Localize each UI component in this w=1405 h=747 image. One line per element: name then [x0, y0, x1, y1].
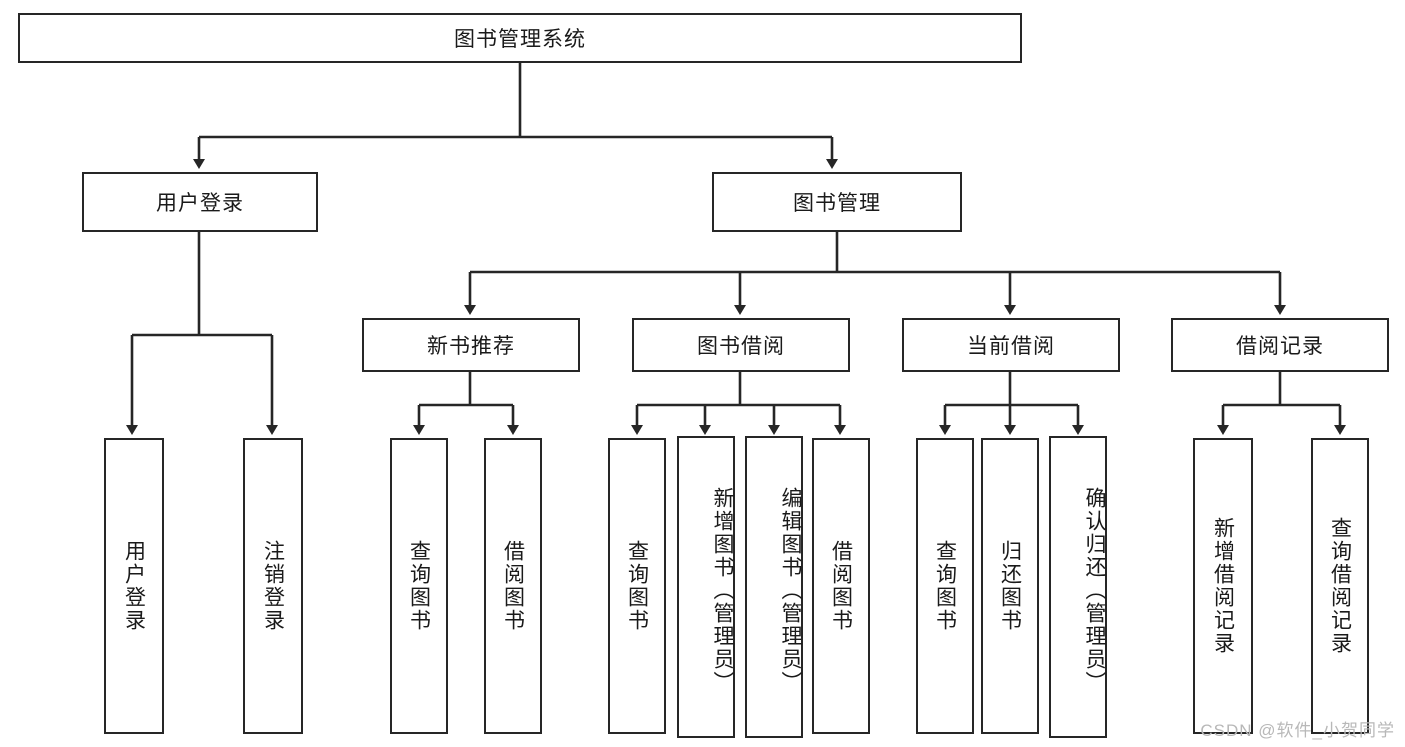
leaf-return-book[interactable]: 归还图书: [981, 438, 1039, 734]
node-label: 图书管理: [793, 192, 881, 215]
node-label: 图书借阅: [697, 335, 785, 358]
leaf-borrow-book[interactable]: 借阅图书: [812, 438, 870, 734]
node-label: 编辑图书（管理员）: [779, 486, 802, 694]
leaf-add-borrow-record[interactable]: 新增借阅记录: [1193, 438, 1253, 734]
node-label: 查询借阅记录: [1328, 517, 1352, 655]
node-current-borrow[interactable]: 当前借阅: [902, 318, 1120, 372]
node-label: 归还图书: [998, 540, 1022, 632]
node-new-book-recommend[interactable]: 新书推荐: [362, 318, 580, 372]
node-label: 借阅图书: [829, 540, 853, 632]
node-user-login[interactable]: 用户登录: [82, 172, 318, 232]
leaf-user-login[interactable]: 用户登录: [104, 438, 164, 734]
node-label: 确认归还（管理员）: [1083, 486, 1106, 694]
leaf-query-book-current[interactable]: 查询图书: [916, 438, 974, 734]
leaf-borrow-book-new[interactable]: 借阅图书: [484, 438, 542, 734]
node-label: 注销登录: [261, 540, 285, 632]
node-book-management[interactable]: 图书管理: [712, 172, 962, 232]
node-label: 借阅图书: [501, 540, 525, 632]
node-label: 图书管理系统: [454, 28, 586, 51]
leaf-logout[interactable]: 注销登录: [243, 438, 303, 734]
node-root-library-system[interactable]: 图书管理系统: [18, 13, 1022, 63]
node-label: 用户登录: [156, 192, 244, 215]
leaf-query-borrow-record[interactable]: 查询借阅记录: [1311, 438, 1369, 734]
leaf-confirm-return-admin[interactable]: 确认归还（管理员）: [1049, 436, 1107, 738]
node-book-borrow[interactable]: 图书借阅: [632, 318, 850, 372]
node-label: 查询图书: [407, 540, 431, 632]
node-label: 查询图书: [933, 540, 957, 632]
node-borrow-record[interactable]: 借阅记录: [1171, 318, 1389, 372]
csdn-watermark: CSDN @软件_小贺同学: [1200, 721, 1395, 740]
node-label: 查询图书: [625, 540, 649, 632]
node-label: 当前借阅: [967, 335, 1055, 358]
leaf-query-book-borrow[interactable]: 查询图书: [608, 438, 666, 734]
node-label: 用户登录: [122, 540, 146, 632]
leaf-edit-book-admin[interactable]: 编辑图书（管理员）: [745, 436, 803, 738]
node-label: 新书推荐: [427, 335, 515, 358]
node-label: 借阅记录: [1236, 335, 1324, 358]
leaf-add-book-admin[interactable]: 新增图书（管理员）: [677, 436, 735, 738]
node-label: 新增图书（管理员）: [711, 486, 734, 694]
node-label: 新增借阅记录: [1211, 517, 1235, 655]
leaf-query-book-new[interactable]: 查询图书: [390, 438, 448, 734]
